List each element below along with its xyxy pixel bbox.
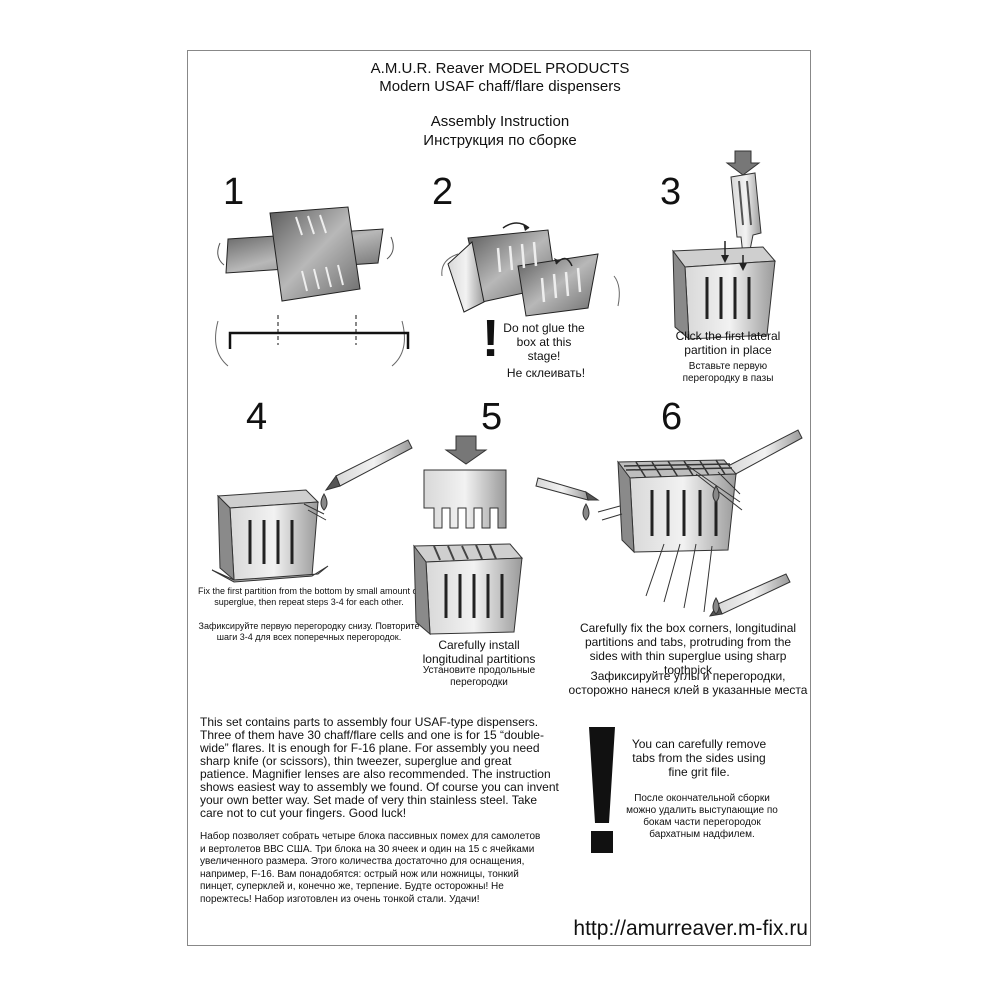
step-2-warning-mark: ! xyxy=(482,310,500,368)
title-ru: Инструкция по сборке xyxy=(423,132,577,149)
step-4-caption-en: Fix the first partition from the bottom … xyxy=(197,586,421,607)
step-3-caption-ru: Вставьте первую перегородку в пазы xyxy=(682,361,774,384)
step-4-caption-ru: Зафиксируйте первую перегородку снизу. П… xyxy=(198,621,420,642)
step-5-caption-en: Carefully install longitudinal partition… xyxy=(422,638,536,666)
intro-text-en: This set contains parts to assembly four… xyxy=(200,715,559,820)
instruction-sheet: A.M.U.R. Reaver MODEL PRODUCTS Modern US… xyxy=(187,50,811,946)
step-2-number: 2 xyxy=(432,171,454,213)
step-6-caption-ru: Зафиксируйте углы и перегородки, осторож… xyxy=(568,669,808,697)
step-2-caption-ru: Не склеивать! xyxy=(506,366,586,380)
step-3-illustration xyxy=(672,150,777,341)
note-text-ru: После окончательной сборки можно удалить… xyxy=(626,793,778,840)
step-2-illustration xyxy=(441,222,620,317)
step-4-illustration xyxy=(211,439,413,583)
step-2-caption-en: Do not glue the box at this stage! xyxy=(503,321,585,363)
step-4-number: 4 xyxy=(246,396,268,438)
brand-line: A.M.U.R. Reaver MODEL PRODUCTS xyxy=(370,60,630,77)
step-5-caption-ru: Установите продольные перегородки xyxy=(422,665,536,688)
step-6-number: 6 xyxy=(661,396,683,438)
step-3-caption-en: Click the first lateral partition in pla… xyxy=(675,329,781,357)
step-6-caption-en: Carefully fix the box corners, longitudi… xyxy=(579,621,797,677)
step-5-number: 5 xyxy=(481,396,503,438)
step-3-number: 3 xyxy=(660,171,682,213)
note-text-en: You can carefully remove tabs from the s… xyxy=(631,737,767,779)
website-link[interactable]: http://amurreaver.m-fix.ru xyxy=(573,917,808,940)
note-warning-mark xyxy=(589,727,615,853)
product-line: Modern USAF chaff/flare dispensers xyxy=(379,78,621,95)
intro-text-ru: Набор позволяет собрать четыре блока пас… xyxy=(200,831,541,905)
step-6-illustration xyxy=(535,429,803,617)
title-en: Assembly Instruction xyxy=(430,113,570,130)
step-5-illustration xyxy=(413,435,524,636)
step-1-number: 1 xyxy=(223,171,245,213)
step-1-illustration xyxy=(215,206,410,367)
